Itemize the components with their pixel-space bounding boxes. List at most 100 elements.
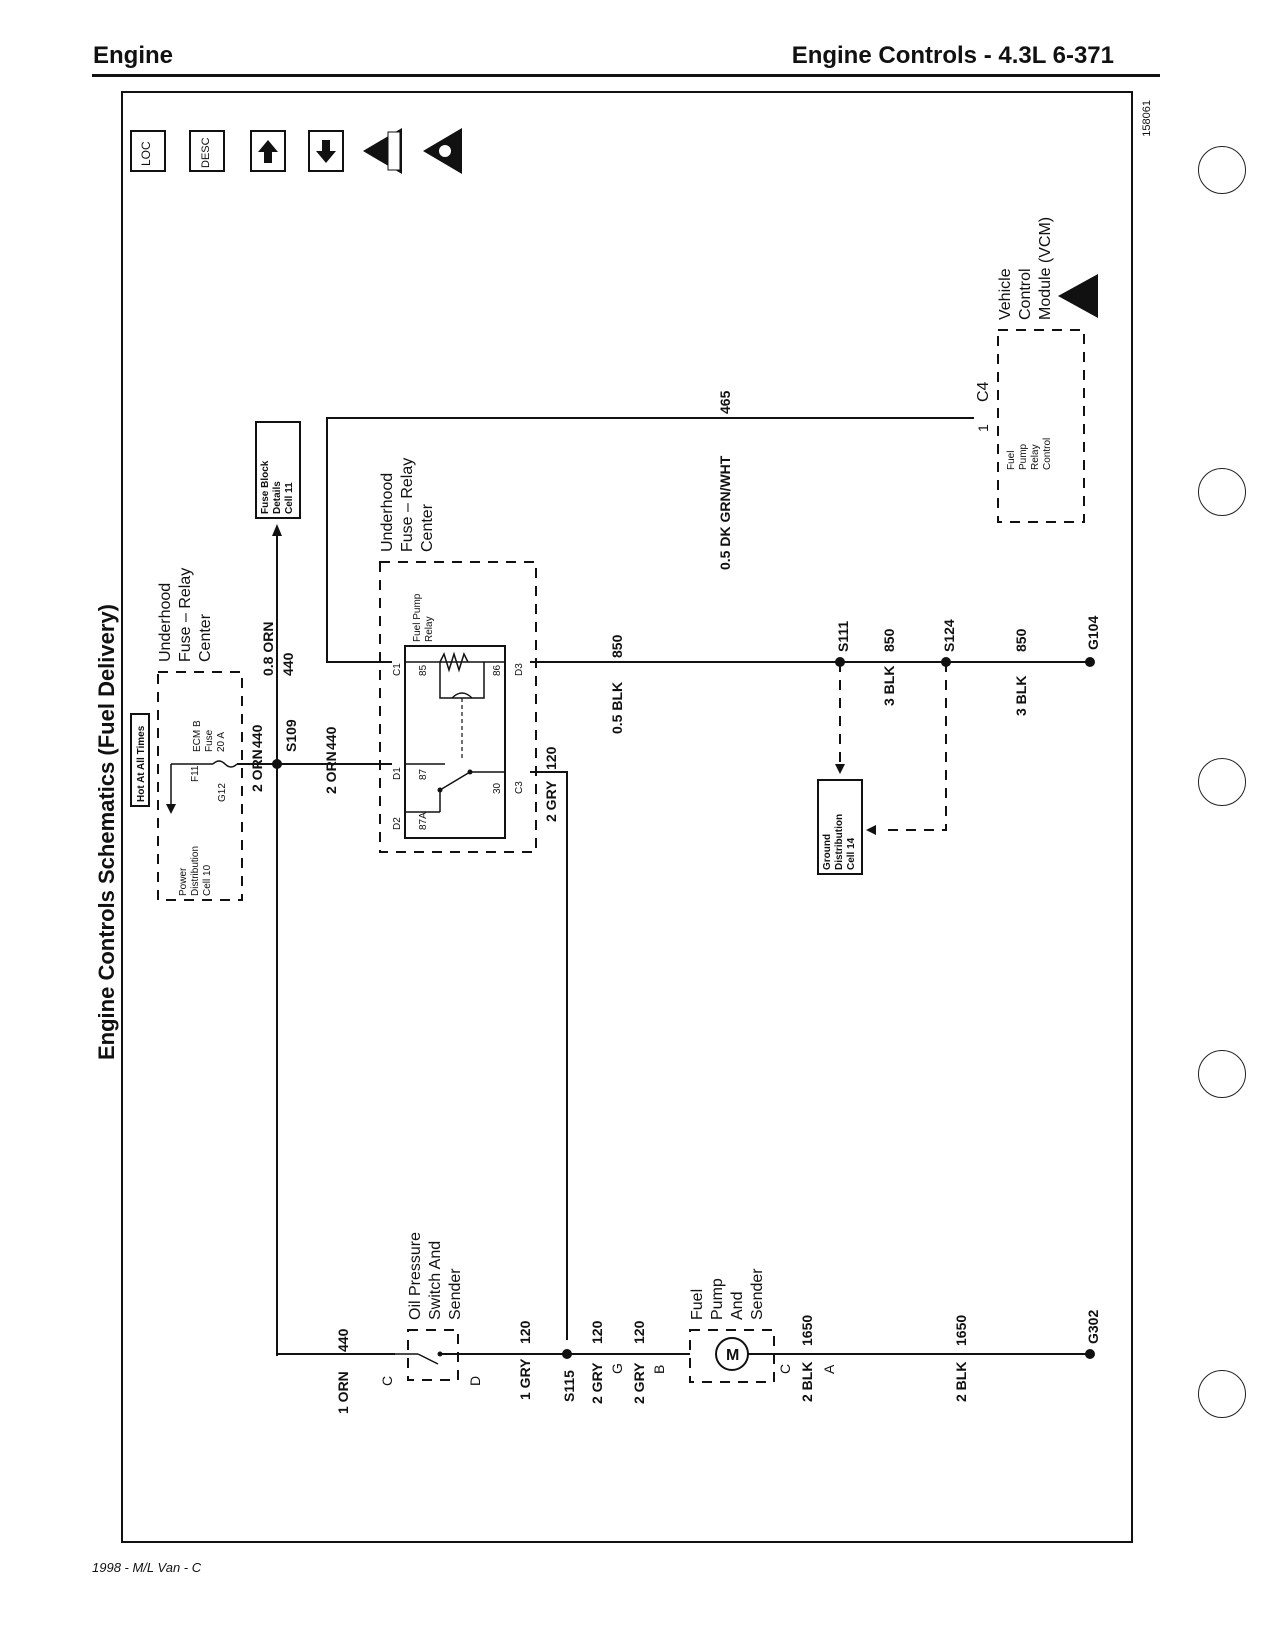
power-distribution-label: PowerDistributionCell 10 <box>178 846 213 896</box>
arrow-down-icon[interactable] <box>308 130 344 172</box>
wire-2gry: 2 GRY <box>543 780 559 822</box>
relay-coil <box>451 692 473 699</box>
wire-440d: 440 <box>335 1328 351 1352</box>
binder-hole <box>1198 468 1246 516</box>
binder-hole <box>1198 1050 1246 1098</box>
wire-850b: 850 <box>881 628 897 652</box>
wire-2orn-b: 2 ORN <box>323 751 339 794</box>
header-rule <box>92 74 1160 77</box>
wire-1650b: 1650 <box>953 1315 969 1346</box>
pin-85: 85 <box>418 664 429 676</box>
relay-switch <box>439 771 471 791</box>
connector-d3: D3 <box>514 663 525 676</box>
hot-label: Hot At All Times <box>136 725 147 802</box>
wire-120c: 120 <box>589 1320 605 1344</box>
loc-icon[interactable]: LOC <box>130 130 166 172</box>
wire-2blk-a: 2 BLK <box>799 1362 815 1402</box>
wire-3blk-b: 3 BLK <box>1013 676 1029 716</box>
wire-1650a: 1650 <box>799 1315 815 1346</box>
pin-b: B <box>651 1365 667 1374</box>
wire-120d: 120 <box>631 1320 647 1344</box>
arrow-up-icon[interactable] <box>250 130 286 172</box>
desc-icon[interactable]: DESC <box>189 130 225 172</box>
fuse-center-1-label: Underhood Fuse – Relay Center <box>157 563 214 662</box>
oil-switch-contact <box>417 1353 439 1365</box>
binder-hole <box>1198 146 1246 194</box>
fuel-pump-relay <box>404 645 506 839</box>
wire-1orn: 1 ORN <box>335 1371 351 1414</box>
splice-s115-label: S115 <box>561 1370 577 1402</box>
wire-gry-trunk <box>530 771 568 1340</box>
pin-g: G <box>609 1363 625 1374</box>
diagram-title: Engine Controls Schematics (Fuel Deliver… <box>94 604 119 1060</box>
wire-2gry-c: 2 GRY <box>631 1362 647 1404</box>
esd-warning-icon <box>1058 274 1098 318</box>
wire-850c: 850 <box>1013 628 1029 652</box>
wire-05blk: 0.5 BLK <box>609 682 625 734</box>
binder-hole <box>1198 758 1246 806</box>
figure-id: 158061 <box>1141 100 1153 137</box>
wire-2blk-b: 2 BLK <box>953 1362 969 1402</box>
wire-2gry-b: 2 GRY <box>589 1362 605 1404</box>
connector-c3: C3 <box>514 781 525 794</box>
svg-text:DESC: DESC <box>200 137 212 168</box>
ground-g104 <box>1085 657 1095 667</box>
hot-label-box <box>130 713 150 807</box>
vcm-c4: C4 <box>975 381 992 402</box>
svg-text:LOC: LOC <box>139 141 153 166</box>
connector-c1: C1 <box>392 663 403 676</box>
ground-distribution-label[interactable]: GroundDistributionCell 14 <box>822 814 857 870</box>
binder-hole <box>1198 1370 1246 1418</box>
splice-s111-label: S111 <box>835 621 851 652</box>
fuse-g12: G12 <box>217 783 228 802</box>
wire-120b: 120 <box>517 1320 533 1344</box>
pin-c: C <box>777 1364 793 1374</box>
connector-d2: D2 <box>392 817 403 830</box>
wire-465: 465 <box>717 390 733 414</box>
splice-s124-label: S124 <box>941 619 957 652</box>
relay-name: Fuel PumpRelay <box>412 593 435 642</box>
obd-warning-icon <box>363 128 402 174</box>
esd-warning-icon <box>423 128 462 174</box>
wire-120a: 120 <box>543 746 559 770</box>
vcm-c4-pin: 1 <box>975 424 991 432</box>
pin-30: 30 <box>492 782 503 794</box>
pin-86: 86 <box>492 664 503 676</box>
page-header-title: Engine Controls - 4.3L 6-371 <box>791 42 1114 69</box>
wire-08orn: 0.8 ORN <box>260 622 276 676</box>
pin-87: 87 <box>418 768 429 780</box>
connector-d1: D1 <box>392 767 403 780</box>
fuse-block-details-label[interactable]: Fuse BlockDetailsCell 11 <box>260 460 295 514</box>
oil-pin-c: C <box>379 1376 395 1386</box>
ground-g302 <box>1085 1349 1095 1359</box>
fuel-pump-box <box>689 1329 775 1383</box>
wire-dkgrn-wht <box>326 417 974 663</box>
pin-a: A <box>821 1364 837 1374</box>
ground-g104-label: G104 <box>1085 616 1101 650</box>
wire-05dkgrn: 0.5 DK GRN/WHT <box>717 455 733 570</box>
wire-3blk-a: 3 BLK <box>881 666 897 706</box>
motor-symbol: M <box>726 1347 739 1364</box>
fuse-block-details-box[interactable] <box>255 421 301 519</box>
vcm-function: FuelPumpRelayControl <box>1006 438 1053 470</box>
wire-2orn-a: 2 ORN <box>249 749 265 792</box>
oil-pin-d: D <box>467 1376 483 1386</box>
wire-440b: 440 <box>249 724 265 748</box>
wire-1gry: 1 GRY <box>517 1358 533 1400</box>
wire-440c: 440 <box>323 726 339 750</box>
page-footer: 1998 - M/L Van - C <box>92 1560 202 1575</box>
pin-87a: 87A <box>418 812 429 830</box>
vcm-box <box>997 329 1085 523</box>
wire-440a: 440 <box>280 652 296 676</box>
diagram-frame <box>121 91 1133 1543</box>
ground-distribution-box[interactable] <box>817 779 863 875</box>
splice-s109-label: S109 <box>283 719 299 752</box>
fuse-center-2-box <box>379 561 537 853</box>
fuse-symbol <box>212 760 238 768</box>
ground-g302-label: G302 <box>1085 1310 1101 1344</box>
